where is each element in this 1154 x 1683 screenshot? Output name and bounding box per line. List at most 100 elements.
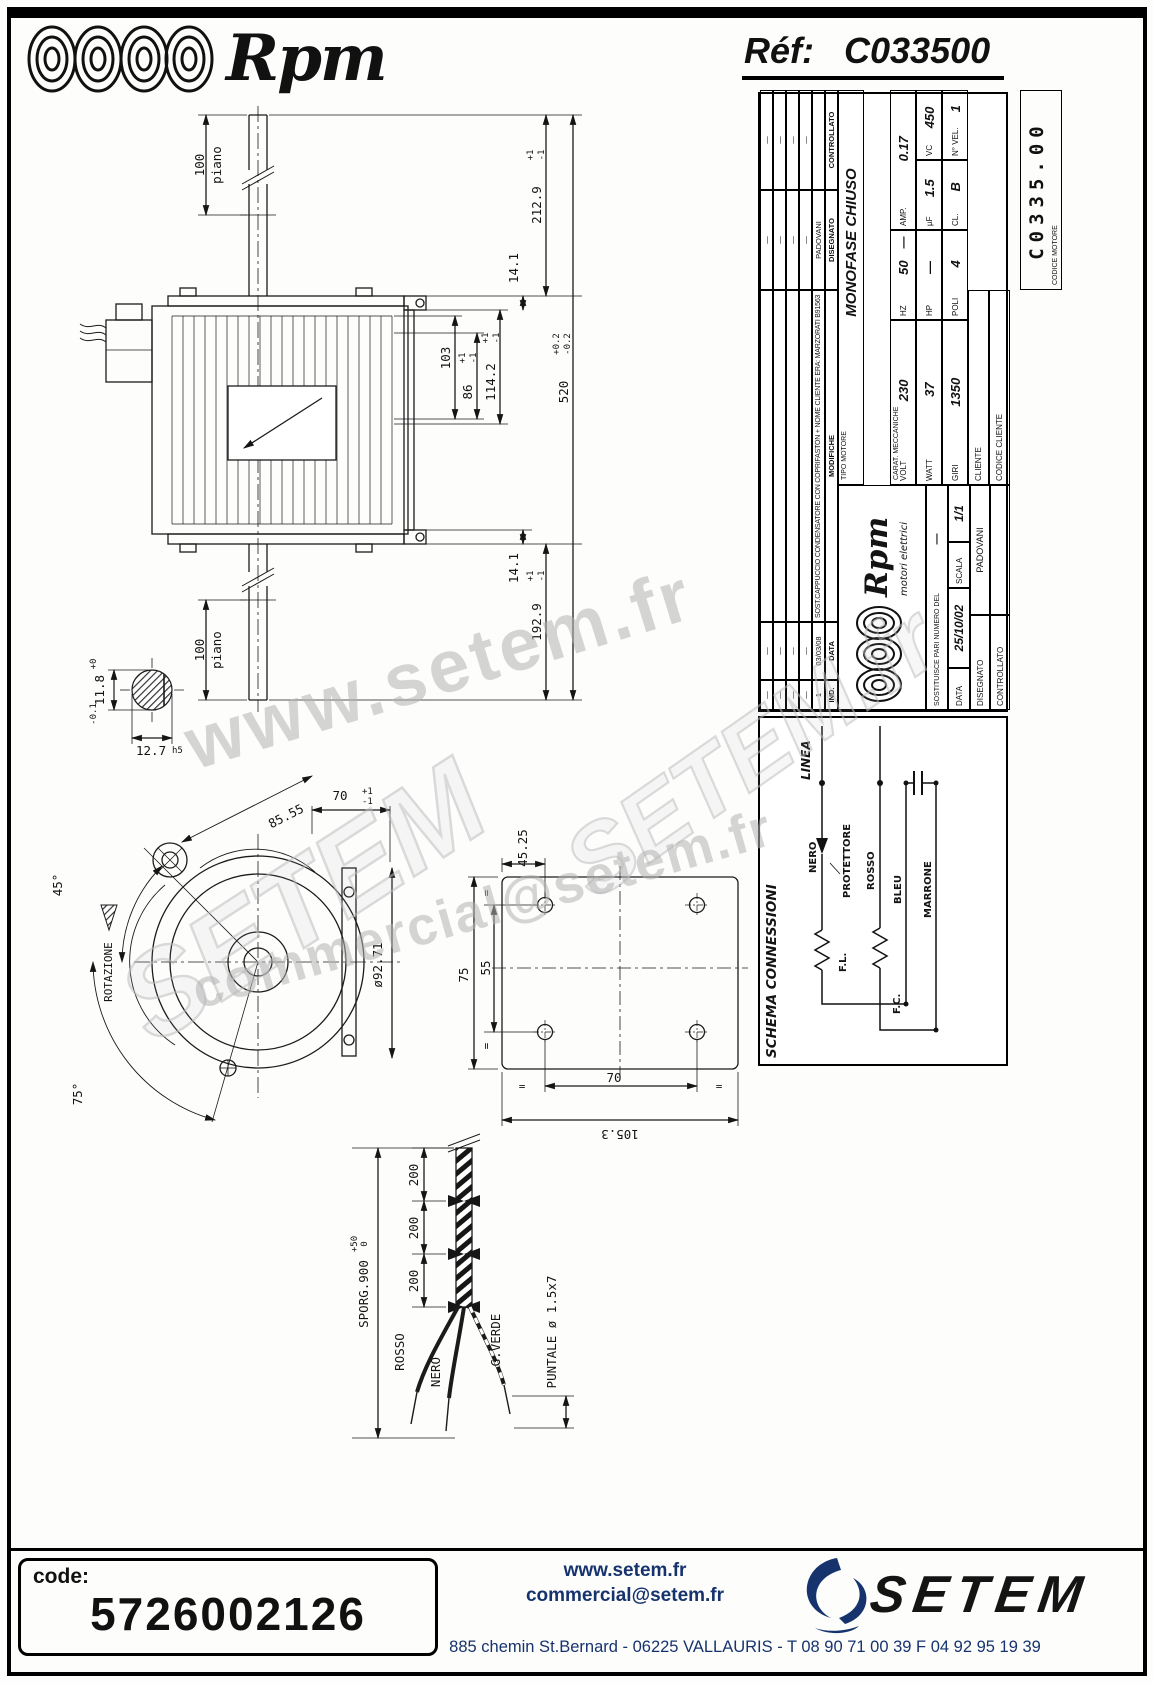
dim-piano-top-label: piano [209, 146, 224, 184]
tb-vc: VC 450 [916, 90, 942, 160]
dim-angle-45: 45° [50, 874, 65, 897]
rev-con: — [786, 90, 799, 190]
nvel-value: 1 [947, 105, 963, 113]
dim-103: 103 [438, 347, 453, 370]
equal-mark-left: = [519, 1080, 526, 1093]
tb-cl: CL. B [942, 160, 968, 230]
dim-86: 86 [460, 384, 475, 399]
protettore-label: PROTETTORE [842, 824, 853, 898]
dim-sporgenza-tol-plus: +50 [350, 1236, 360, 1252]
dim-11-8: 11.8 [92, 675, 107, 705]
nero-label: NERO [808, 842, 819, 873]
tb-poli: POLI 4 [942, 230, 968, 320]
puntale-label: PUNTALE ø 1.5x7 [544, 1276, 559, 1389]
cable-dimensions: 200 200 200 SPORG.900 +50 0 ROSSO NERO G… [350, 1164, 559, 1389]
rev-desc [799, 290, 812, 622]
dim-55: 55 [478, 960, 493, 975]
tb-hz: HZ 50 [890, 230, 916, 320]
dim-114-2: 114.2 [483, 363, 498, 401]
tb-scala-value: 1/1 [948, 485, 970, 542]
tb-logo-cell: Rpm motori elettrici [838, 485, 926, 710]
tb-giri: GIRI 1350 [942, 320, 968, 485]
dim-212-9: 212.9 [529, 186, 544, 224]
tipo-motore-label: TIPO MOTORE [841, 431, 848, 480]
dim-212-9-tol-minus: -1 [537, 150, 547, 161]
wire-label-verde: G.VERDE [488, 1314, 503, 1367]
tb-disegnato-value: PADOVANI [970, 485, 990, 615]
ref-label: Réf: [744, 30, 814, 71]
codice-motore-value: C0335.00 [1026, 120, 1048, 260]
vc-label: VC [924, 144, 934, 156]
cl-label: CL. [950, 213, 960, 226]
rev-dis: — [786, 190, 799, 290]
dim-70-tol-plus: +1 [362, 787, 373, 797]
wire-label-rosso: ROSSO [392, 1333, 407, 1371]
uf-label: µF [924, 216, 934, 227]
setem-logo: SETEM [785, 1550, 1135, 1650]
poli-label: POLI [950, 297, 960, 316]
tb-disegnato-label: DISEGNATO [970, 615, 990, 710]
cl-value: B [947, 182, 963, 192]
tb-sostituisce: SOSTITUISCE PARI NUMERO DEL — [926, 485, 948, 710]
dim-520: 520 [556, 381, 571, 404]
rev-ind: 1 [812, 680, 825, 710]
shaft-detail-dimensions: 12.7 h5 11.8 +0 -0.1 [89, 659, 183, 758]
rev-ind: — [773, 680, 786, 710]
motor-front-view [89, 775, 400, 1123]
dim-piano-bottom-num: 100 [192, 639, 207, 662]
dim-70-plate: 70 [606, 1070, 621, 1085]
dim-14-1-bottom: 14.1 [506, 553, 521, 583]
vc-value: 450 [921, 106, 937, 129]
rev-ind: — [786, 680, 799, 710]
motor-side-view [79, 106, 582, 712]
rev-date: — [786, 622, 799, 680]
rosso-label: ROSSO [866, 851, 877, 890]
tb-hp: HP — [916, 230, 942, 320]
dim-sporgenza: SPORG.900 [356, 1260, 371, 1328]
dim-86-tol-minus: -1 [469, 353, 479, 364]
shaft-section-detail [108, 658, 186, 744]
rev-desc: SOST.CAPPUCCIO CONDENSATORE CON COPRIFAS… [812, 290, 825, 622]
dim-piano-bottom-label: piano [209, 631, 224, 669]
dim-diameter-92-71: ø92.71 [370, 942, 385, 987]
tb-uf: µF 1.5 [916, 160, 942, 230]
fc-label: F.C. [892, 994, 903, 1014]
sostituisce-label: SOSTITUISCE PARI NUMERO DEL [933, 592, 941, 706]
rotation-label: ROTAZIONE [102, 942, 115, 1002]
rev-date: 03/03/08 [812, 622, 825, 680]
rev-header-controllato: CONTROLLATO [825, 90, 838, 190]
tipo-motore-value: MONOFASE CHIUSO [842, 168, 860, 317]
rev-date: — [799, 622, 812, 680]
dim-114-2-tol-minus: -1 [492, 333, 502, 344]
marrone-label: MARRONE [923, 861, 934, 918]
poli-value: 4 [947, 260, 963, 268]
fl-label: F.L. [838, 953, 849, 972]
volt-value: 230 [895, 379, 911, 402]
rev-con: — [773, 90, 786, 190]
tb-controllato-value [990, 485, 1010, 615]
rev-dis: PADOVANI [812, 190, 825, 290]
mounting-plate-view [468, 858, 748, 1126]
tb-codice-cliente-label: CODICE CLIENTE [989, 290, 1010, 485]
front-view-dimensions: 45° 75° ROTAZIONE 85.55 70 +1 -1 ø92.71 [50, 787, 385, 1105]
codice-motore-label: CODICE MOTORE [1052, 225, 1059, 285]
footer-email[interactable]: commercial@setem.fr [525, 1585, 725, 1606]
dim-45-25: 45.25 [515, 829, 530, 867]
tb-controllato-label: CONTROLLATO [990, 615, 1010, 710]
rpm-coils-icon [27, 25, 214, 93]
rev-header-disegnato: DISEGNATO [825, 190, 838, 290]
footer-website[interactable]: www.setem.fr [563, 1560, 687, 1581]
dim-75: 75 [456, 967, 471, 982]
dim-520-tol-plus: +0.2 [552, 333, 562, 355]
watt-label: WATT [924, 459, 934, 481]
rev-header-ind: IND. [825, 680, 838, 710]
rpm-logo-text: Rpm [226, 21, 388, 96]
wire-label-nero: NERO [428, 1357, 443, 1387]
nvel-label: N° VEL. [950, 127, 960, 156]
plate-dimensions: 45.25 75 55 = = = = 70 105.3 [456, 829, 723, 1142]
equal-mark-top: = [480, 889, 493, 896]
schema-title: SCHEMA CONNESSIONI [764, 884, 780, 1058]
title-block: — — — — — — — — — — — — — — — — 1 03/03/… [758, 90, 1062, 712]
tb-rpm-logo-text: Rpm [859, 517, 895, 598]
